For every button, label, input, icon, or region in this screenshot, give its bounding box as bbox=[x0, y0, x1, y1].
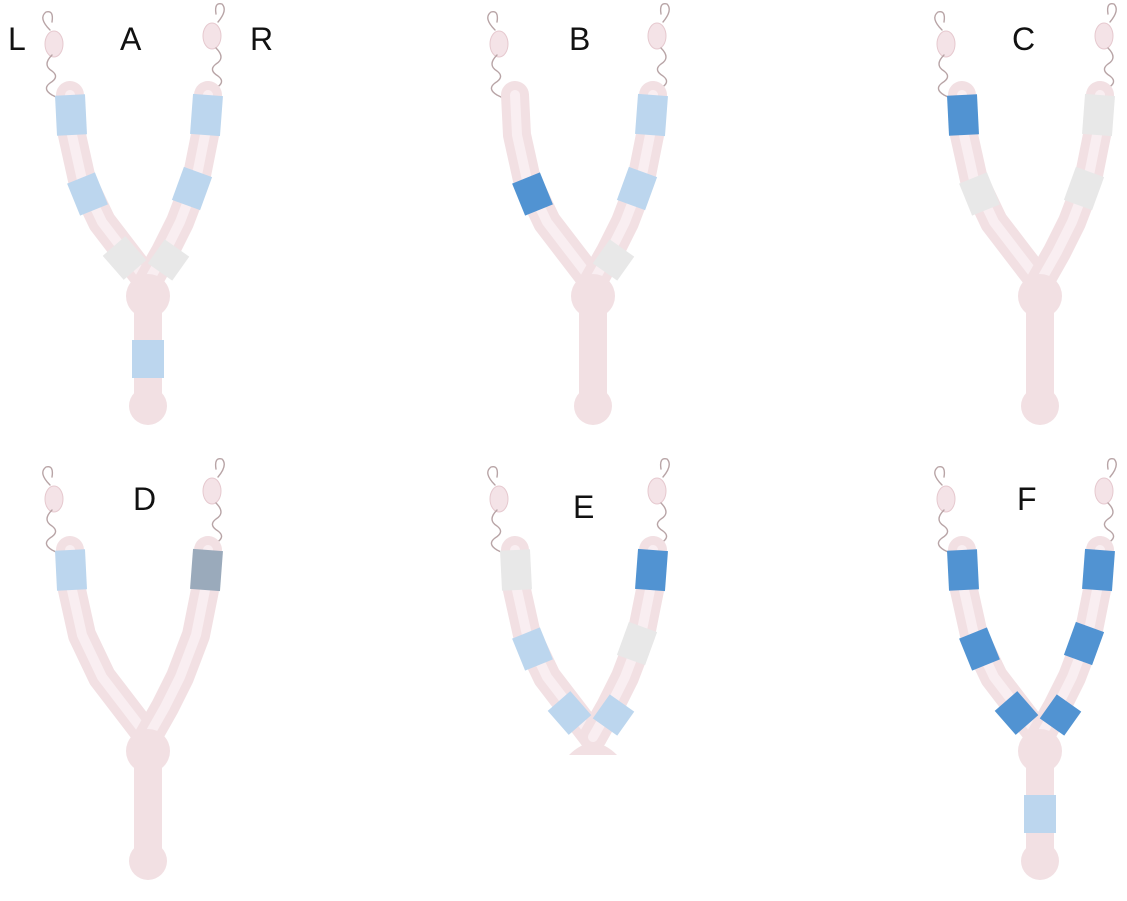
panel-a: A bbox=[43, 4, 224, 425]
left-ovary bbox=[45, 486, 63, 512]
panel-c: C bbox=[935, 4, 1116, 425]
right-ovary bbox=[203, 478, 221, 504]
left-ovary bbox=[45, 31, 63, 57]
cervix bbox=[1021, 842, 1059, 880]
region-r3 bbox=[160, 248, 177, 272]
region-l2 bbox=[973, 178, 986, 210]
region-r3 bbox=[1052, 703, 1069, 727]
region-r2 bbox=[1078, 172, 1090, 205]
region-r1 bbox=[205, 95, 208, 135]
right-ovary bbox=[648, 478, 666, 504]
cervix bbox=[129, 842, 167, 880]
right-ovary bbox=[1095, 478, 1113, 504]
panel-e-label: E bbox=[573, 489, 594, 525]
region-r1 bbox=[205, 550, 208, 590]
region-r2 bbox=[1078, 627, 1090, 660]
left-orientation-label: L bbox=[8, 21, 26, 57]
region-body bbox=[1024, 795, 1056, 833]
panel-b: B bbox=[488, 4, 669, 425]
region-r1 bbox=[1097, 95, 1100, 135]
region-r1 bbox=[650, 550, 653, 590]
panel-a-label: A bbox=[120, 21, 142, 57]
panel-b-label: B bbox=[569, 21, 590, 57]
panel-f: F bbox=[935, 459, 1116, 880]
panel-c-label: C bbox=[1012, 21, 1035, 57]
cervix bbox=[574, 387, 612, 425]
region-r3 bbox=[605, 248, 622, 272]
region-r2 bbox=[631, 627, 643, 660]
panel-d: D bbox=[43, 459, 224, 880]
right-ovary bbox=[203, 23, 221, 49]
panel-d-label: D bbox=[133, 481, 156, 517]
region-l1 bbox=[70, 550, 72, 590]
region-l1 bbox=[515, 550, 517, 590]
region-l1 bbox=[962, 95, 964, 135]
cervix bbox=[1021, 387, 1059, 425]
region-r3 bbox=[605, 703, 622, 727]
panels-group: A B C D E F bbox=[43, 4, 1116, 880]
panel-e: E bbox=[488, 459, 669, 755]
region-r2 bbox=[631, 172, 643, 205]
region-body bbox=[132, 340, 164, 378]
left-ovary bbox=[937, 486, 955, 512]
right-ovary bbox=[648, 23, 666, 49]
region-l1 bbox=[962, 550, 964, 590]
region-r2 bbox=[186, 172, 198, 205]
region-l2 bbox=[526, 178, 539, 210]
region-l2 bbox=[81, 178, 94, 210]
region-l3 bbox=[559, 701, 580, 725]
right-ovary bbox=[1095, 23, 1113, 49]
left-ovary bbox=[490, 486, 508, 512]
region-l2 bbox=[526, 633, 539, 665]
left-ovary bbox=[937, 31, 955, 57]
region-l3 bbox=[1006, 701, 1027, 725]
region-l3 bbox=[114, 246, 135, 270]
region-r1 bbox=[1097, 550, 1100, 590]
cervix bbox=[129, 387, 167, 425]
region-l1 bbox=[70, 95, 72, 135]
horn-junction bbox=[569, 743, 617, 755]
panel-f-label: F bbox=[1017, 481, 1037, 517]
right-orientation-label: R bbox=[250, 21, 273, 57]
region-l2 bbox=[973, 633, 986, 665]
left-ovary bbox=[490, 31, 508, 57]
region-r1 bbox=[650, 95, 653, 135]
